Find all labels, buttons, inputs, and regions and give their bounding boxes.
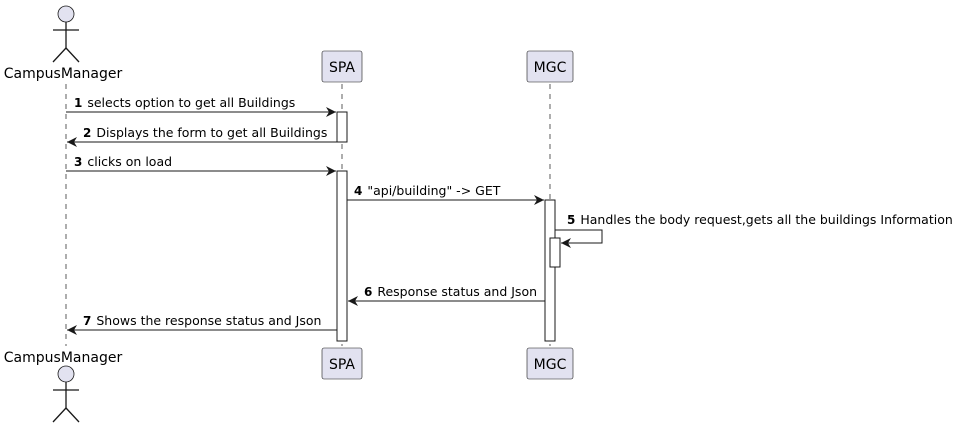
participant-label-mgc: MGC (534, 60, 567, 76)
activation-spa-2 (336, 170, 348, 342)
actor-top: CampusManager (4, 5, 123, 82)
activation-spa-1 (336, 111, 348, 143)
participant-label-mgc: MGC (534, 357, 567, 373)
actor-label-bottom: CampusManager (4, 350, 123, 366)
participant-spa-bottom: SPA (321, 347, 363, 380)
message-self-arrow (555, 229, 603, 248)
activation-mgc-2 (549, 237, 561, 268)
participant-label-spa: SPA (329, 60, 355, 76)
participant-mgc-top: MGC (526, 50, 574, 83)
actor-head-icon (57, 365, 75, 383)
activation-mgc-1 (544, 199, 556, 342)
message-4: 4"api/building" -> GET (347, 183, 544, 205)
participant-spa-top: SPA (321, 50, 363, 83)
participant-mgc-bottom: MGC (526, 347, 574, 380)
actor-bottom: CampusManager (4, 350, 123, 423)
message-label: 4"api/building" -> GET (354, 183, 501, 198)
actor-label-top: CampusManager (4, 66, 123, 82)
actor-head-icon (57, 5, 75, 23)
participant-label-spa: SPA (329, 357, 355, 373)
